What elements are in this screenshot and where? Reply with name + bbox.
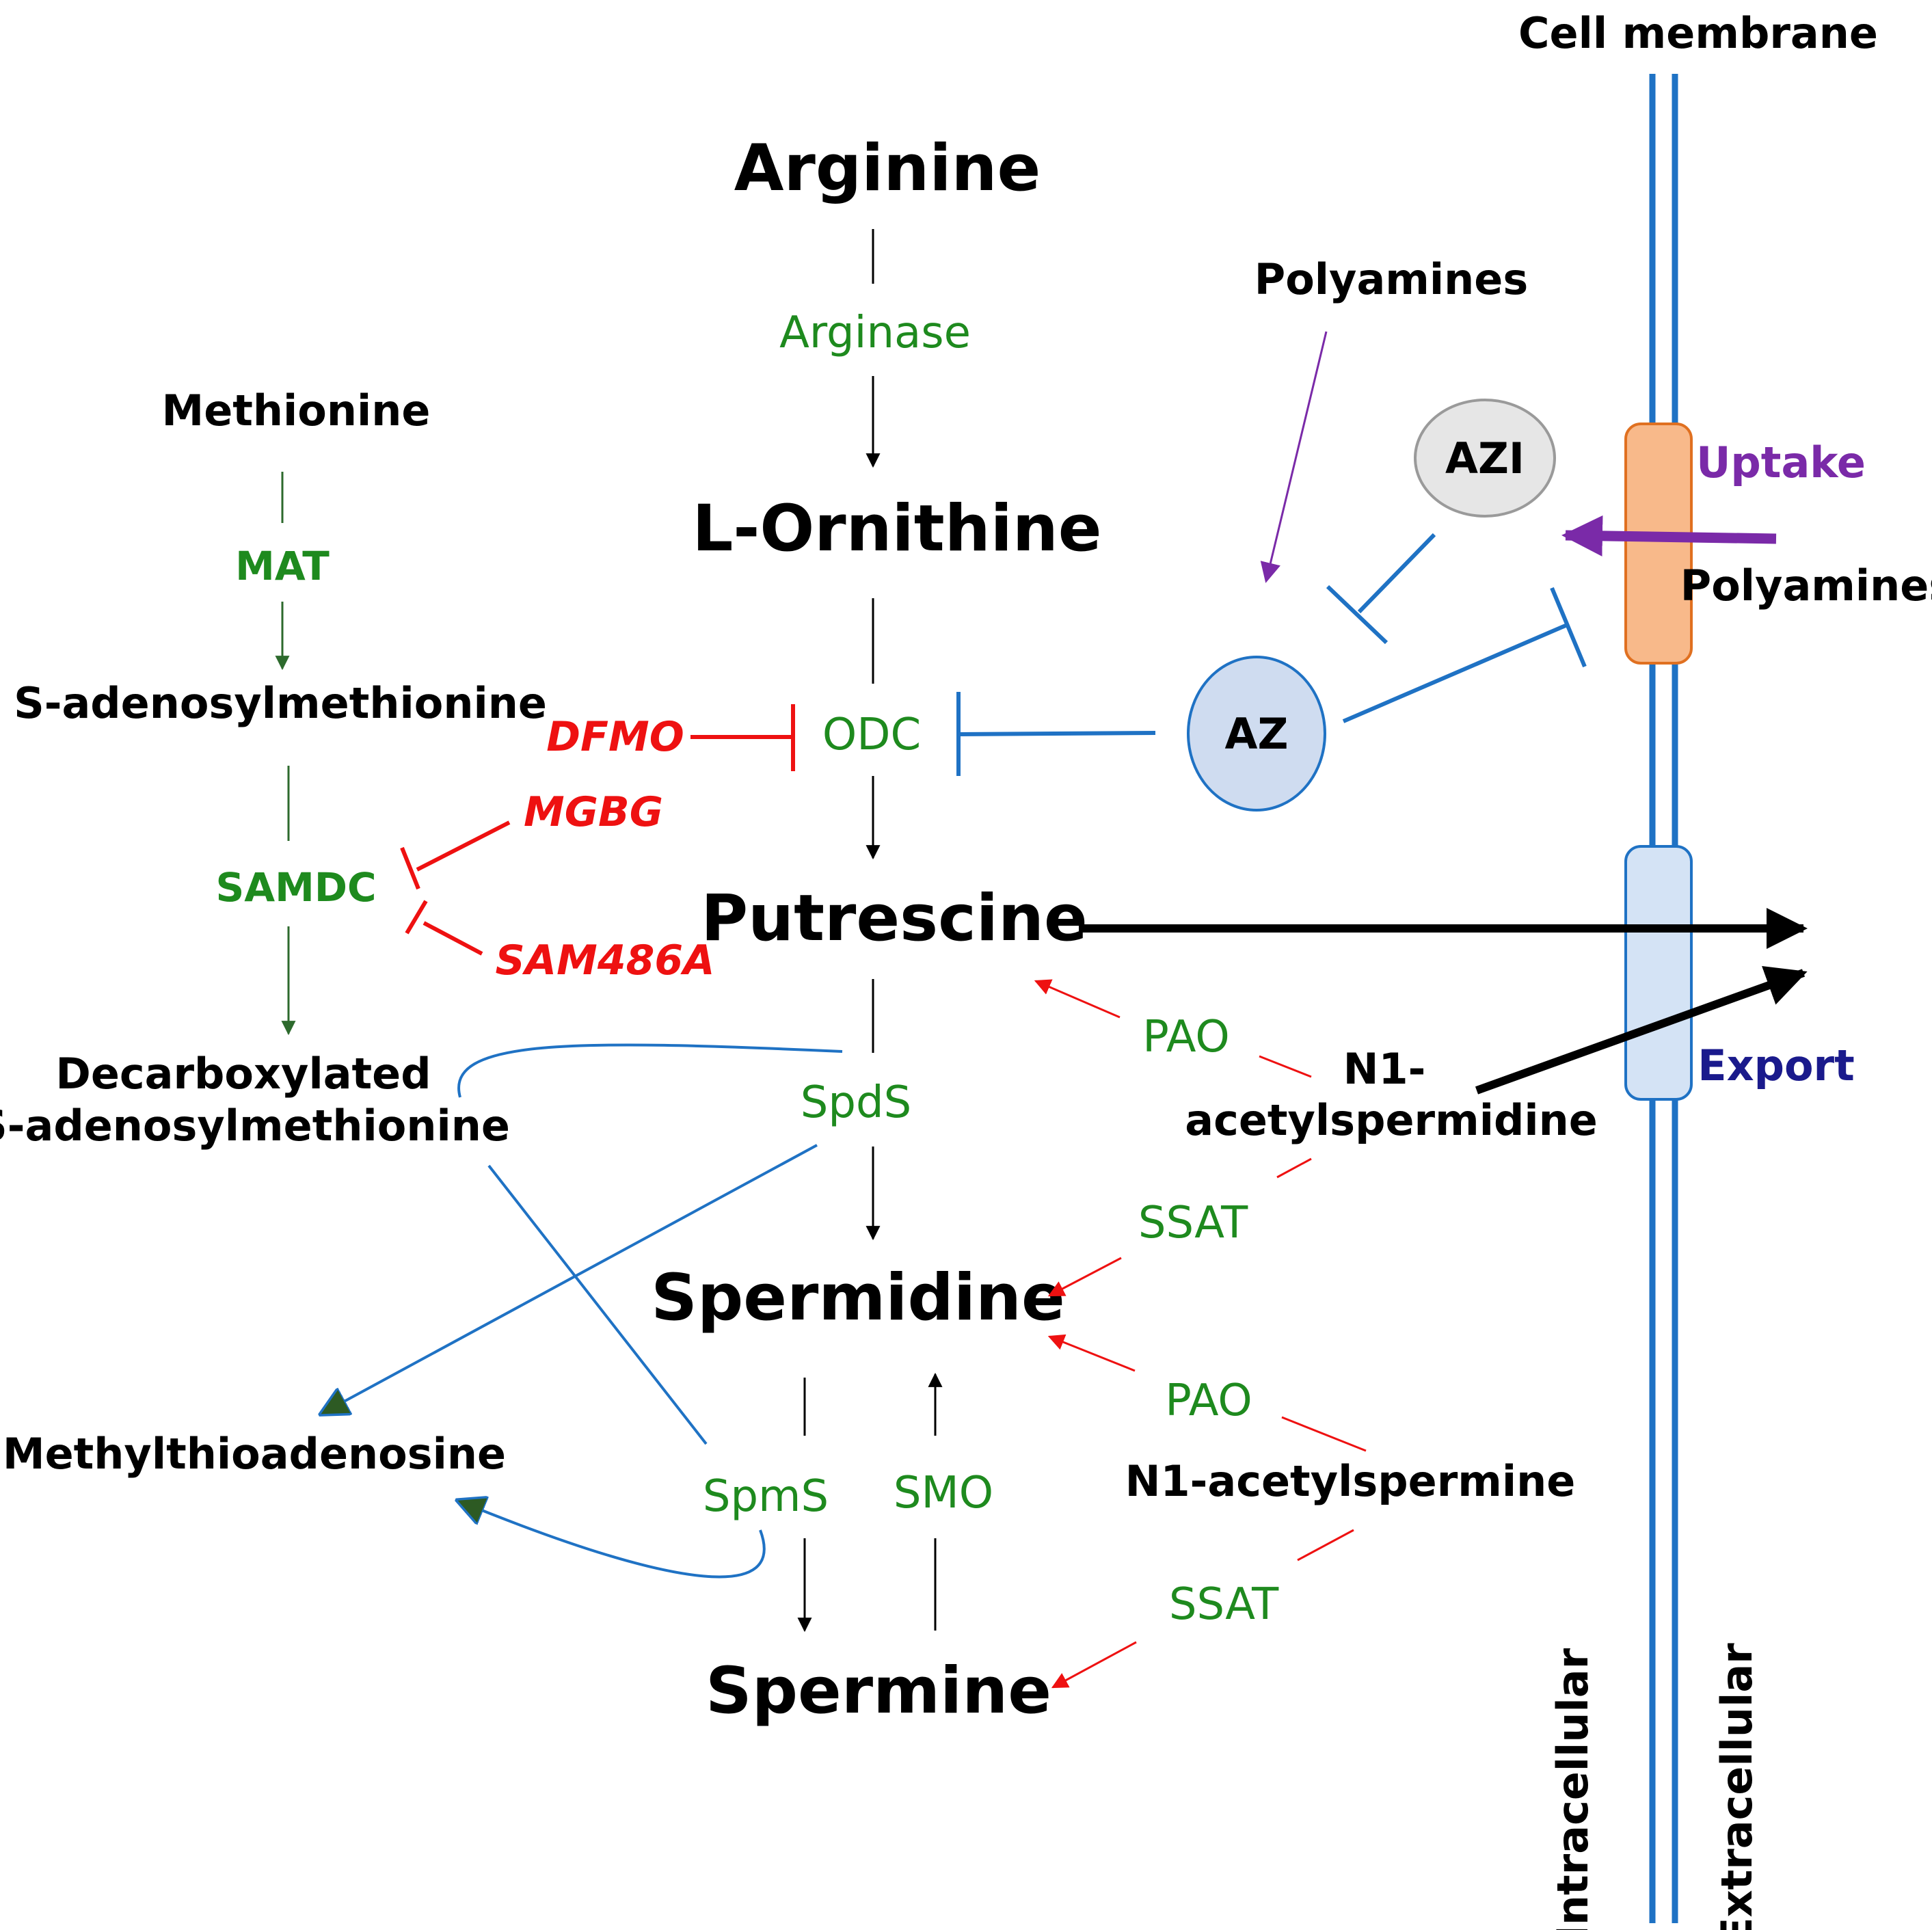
pao-label-2: PAO: [1165, 1376, 1252, 1426]
pao-1-line: [1259, 1055, 1312, 1078]
azi-inhibits-az: [1326, 533, 1436, 645]
azi-label: AZI: [1445, 433, 1525, 483]
dcsam-to-spds-curve: [457, 1043, 843, 1098]
n1-acetylspermidine-label-line2: acetylspermidine: [1185, 1095, 1598, 1145]
methylthioadenosine-label: Methylthioadenosine: [3, 1429, 506, 1479]
pao-2-arrow: [1047, 1334, 1136, 1372]
spds-to-mta-arrow: [321, 1144, 818, 1414]
decarboxylated-label-line2: S-adenosylmethionine: [0, 1101, 510, 1151]
spermidine-label: Spermidine: [651, 1261, 1064, 1335]
az-node: [1187, 656, 1326, 812]
mat-label: MAT: [235, 543, 330, 589]
arginine-label: Arginine: [734, 131, 1041, 206]
az-inhibits-uptake: [1342, 587, 1587, 723]
n1-acetylspermine-label: N1-acetylspermine: [1125, 1456, 1576, 1506]
dfmo-inhibition: [690, 704, 795, 771]
pao-2-line: [1281, 1416, 1367, 1452]
decarboxylated-label-line1: Decarboxylated: [55, 1049, 431, 1099]
sam486a-inhibition: [405, 900, 483, 956]
n1-acetylspermidine-label-line1: N1-: [1343, 1044, 1426, 1094]
putrescine-label: Putrescine: [701, 881, 1087, 956]
ssat-1-line: [1276, 1157, 1312, 1179]
arginase-label: Arginase: [779, 308, 971, 358]
pao-label-1: PAO: [1142, 1012, 1230, 1062]
ssat-label-2: SSAT: [1169, 1579, 1279, 1630]
polyamines-to-az-arrow: [1260, 331, 1328, 583]
acetylspermidine-export-arrow: [1475, 966, 1808, 1095]
s-adenosylmethionine-label: S-adenosylmethionine: [14, 678, 547, 728]
uptake-arrow: [1561, 515, 1777, 557]
spermine-label: Spermine: [706, 1654, 1051, 1728]
sam486a-label: SAM486A: [495, 937, 714, 984]
dcsam-to-spms-line: [487, 1164, 708, 1445]
mgbg-inhibition: [400, 820, 511, 890]
polyamines-top-label: Polyamines: [1255, 254, 1529, 304]
odc-label: ODC: [822, 710, 921, 760]
az-inhibits-odc: [956, 692, 1156, 776]
ssat-label-1: SSAT: [1138, 1198, 1248, 1248]
methionine-label: Methionine: [162, 386, 431, 435]
spms-to-mta-curve: [458, 1501, 766, 1579]
export-label: Export: [1698, 1041, 1855, 1090]
intracellular-label: Intracellular: [1548, 1648, 1598, 1930]
ssat-1-arrow: [1047, 1257, 1122, 1297]
mgbg-label: MGBG: [524, 788, 663, 836]
export-channel: [1624, 845, 1693, 1101]
ssat-2-arrow: [1051, 1641, 1137, 1689]
azi-node: [1414, 399, 1556, 518]
spds-label: SpdS: [801, 1077, 912, 1128]
dfmo-label: DFMO: [546, 713, 684, 761]
az-label: AZ: [1225, 709, 1289, 759]
uptake-channel: [1624, 423, 1693, 665]
cell-membrane-label: Cell membrane: [1518, 8, 1878, 58]
l-ornithine-label: L-Ornithine: [692, 492, 1101, 566]
pao-1-arrow: [1034, 979, 1121, 1019]
spms-label: SpmS: [703, 1471, 829, 1522]
ssat-2-line: [1297, 1529, 1354, 1562]
uptake-label: Uptake: [1696, 438, 1866, 487]
extracellular-label: Extracellular: [1712, 1643, 1762, 1930]
smo-label: SMO: [894, 1468, 993, 1518]
samdc-label: SAMDC: [215, 864, 376, 911]
polyamines-right-label: Polyamines: [1680, 561, 1932, 611]
